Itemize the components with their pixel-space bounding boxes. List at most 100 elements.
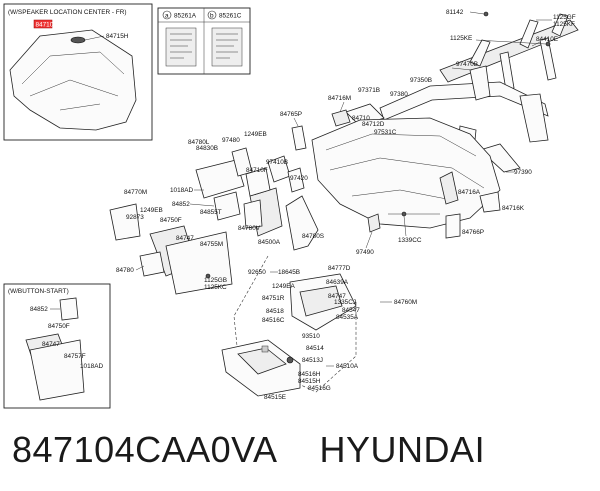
callout-97470b: 97470B [456,61,478,68]
vent-97420 [287,167,305,193]
callout-84750f: 84750F [160,217,182,224]
button-inset-lower-panel [29,339,85,401]
garnish-84780v [243,199,263,229]
label-a-sticker-icon [165,27,197,67]
callout-1335cj: 1335CJ [334,299,356,306]
callout-84716a: 84716A [458,189,481,196]
callout-93510: 93510 [302,333,320,340]
callout-84515e: 84515E [264,394,286,401]
panel-84770m [109,203,141,241]
cover-84855t [213,191,241,221]
speaker-inset-highlight-tag [33,19,53,29]
callout-1125kc: 1125KC [204,284,227,291]
speaker-inset-highlight-text: 84710 [36,22,54,29]
callout-1249ea: 1249EA [272,283,295,290]
callout-84712d: 84712D [362,121,385,128]
lower-panel-84747 [165,231,233,295]
button-inset-84750f: 84750F [48,323,70,330]
leader-1125ke [475,39,547,45]
label-a-circle [162,10,172,20]
button-inset-frame [3,283,111,409]
callout-84766p: 84766P [462,229,484,236]
cluster-fascia-84830b [195,159,245,199]
leader-84780 [135,265,145,271]
callout-84747: 84747 [176,235,194,242]
speaker-inset: (W/SPEAKER LOCATION CENTER - FR) 84710 8… [3,3,153,141]
callout-1018ad: 1018AD [170,187,193,194]
callout-84716m: 84716M [328,95,351,102]
label-a-sticker-lines [170,33,192,59]
callout-97380: 97380 [390,91,408,98]
leader-84852 [189,203,215,207]
leader-97470b [451,67,473,71]
grille-97490 [367,213,381,233]
button-inset-84747: 84747 [42,341,60,348]
callout-84510a: 84510A [336,363,359,370]
callout-84710f: 84710F [246,167,268,174]
callout-1125gb: 1125GB [204,277,227,284]
label-b-sticker-lines [216,33,238,59]
garnish-84751r [299,285,343,317]
callout-1249eb-top: 1249EB [244,131,267,138]
callout-1125kf: 1125KF [553,21,575,28]
label-b-circle [207,10,217,20]
callout-84516h: 84516H [298,371,321,378]
button-inset-84757f: 84757F [64,353,86,360]
trim-84766p [445,213,461,239]
callout-84780l: 84780L [188,139,210,146]
callout-84515h: 84515H [298,378,321,385]
callout-18645b: 18645B [278,269,300,276]
callout-97490: 97490 [356,249,374,256]
trim-84716a [439,171,459,205]
panel-84710f [245,167,271,197]
speaker-inset-dash-panel [9,29,137,131]
callout-84639a: 84639A [326,279,349,286]
brand-name: HYUNDAI [319,429,486,470]
trim-84716k [479,191,501,213]
callout-84780v: 84780V [238,225,261,232]
speaker-inset-dash-contour [21,51,125,111]
main-crash-pad [291,109,501,239]
duct-97390 [479,143,521,173]
cover-84780 [139,251,165,277]
callout-97350b: 97350B [410,77,432,84]
air-duct-assembly [345,65,549,173]
parts-diagram: (W/SPEAKER LOCATION CENTER - FR) 84710 8… [3,3,579,409]
callout-84747b: 84747 [328,293,346,300]
callout-97480: 97480 [222,137,240,144]
label-a-mark: a [165,13,169,20]
callout-84770m: 84770M [124,189,147,196]
label-b-code: 85261C [219,13,242,20]
callout-84410e: 84410E [536,36,558,43]
crash-pad-contours [325,133,485,215]
center-fascia [195,147,319,251]
callout-84516g: 84516G [308,385,331,392]
callout-97420: 97420 [290,175,308,182]
speaker-inset-speaker-icon [70,36,86,44]
callout-84518: 84518 [266,308,284,315]
duct-97350b [379,81,549,121]
callout-84780s: 84780S [302,233,324,240]
callout-84710: 84710 [352,115,370,122]
trim-84765p [291,125,307,151]
callout-84513j: 84513J [302,357,323,364]
caption-bar: 847104CAA0VA HYUNDAI [12,420,592,480]
leader-84765p [293,117,299,127]
button-inset-title: (W/BUTTON-START) [8,288,69,295]
leader-1339cc [403,215,407,237]
callout-84830b: 84830B [196,145,218,152]
callout-84760m: 84760M [394,299,417,306]
glove-box-inner [237,347,287,375]
callout-84751r: 84751R [262,295,285,302]
speaker-inset-frame [3,3,153,141]
cross-bar-brackets [469,13,569,67]
callout-1125gf: 1125GF [553,14,576,21]
trim-84716m [331,109,351,127]
bolt-1339cc-icon [401,211,407,217]
callout-1339cc: 1339CC [398,237,422,244]
glove-box-group [221,273,357,397]
callout-1125ke: 1125KE [450,35,472,42]
callout-84516c: 84516C [262,317,285,324]
callout-81142: 81142 [446,9,464,16]
speaker-inset-leader [84,35,105,41]
